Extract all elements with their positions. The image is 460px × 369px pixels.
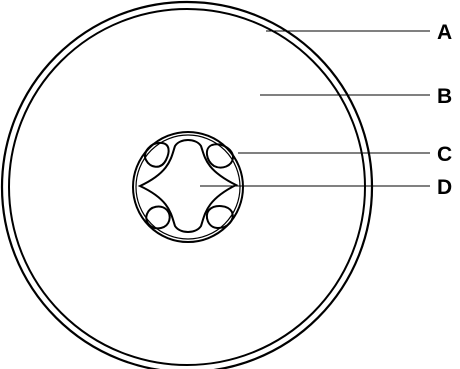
central-circle-inner [136,135,240,239]
lobe-bottom-left [146,207,169,229]
lobe-bottom-right [207,206,233,228]
inner-ring [9,9,365,365]
label-d: D [437,176,452,199]
lobe-top-left [145,143,169,167]
label-a: A [437,21,452,44]
label-c: C [437,143,452,166]
outer-ring [2,2,372,369]
label-b: B [437,85,452,108]
